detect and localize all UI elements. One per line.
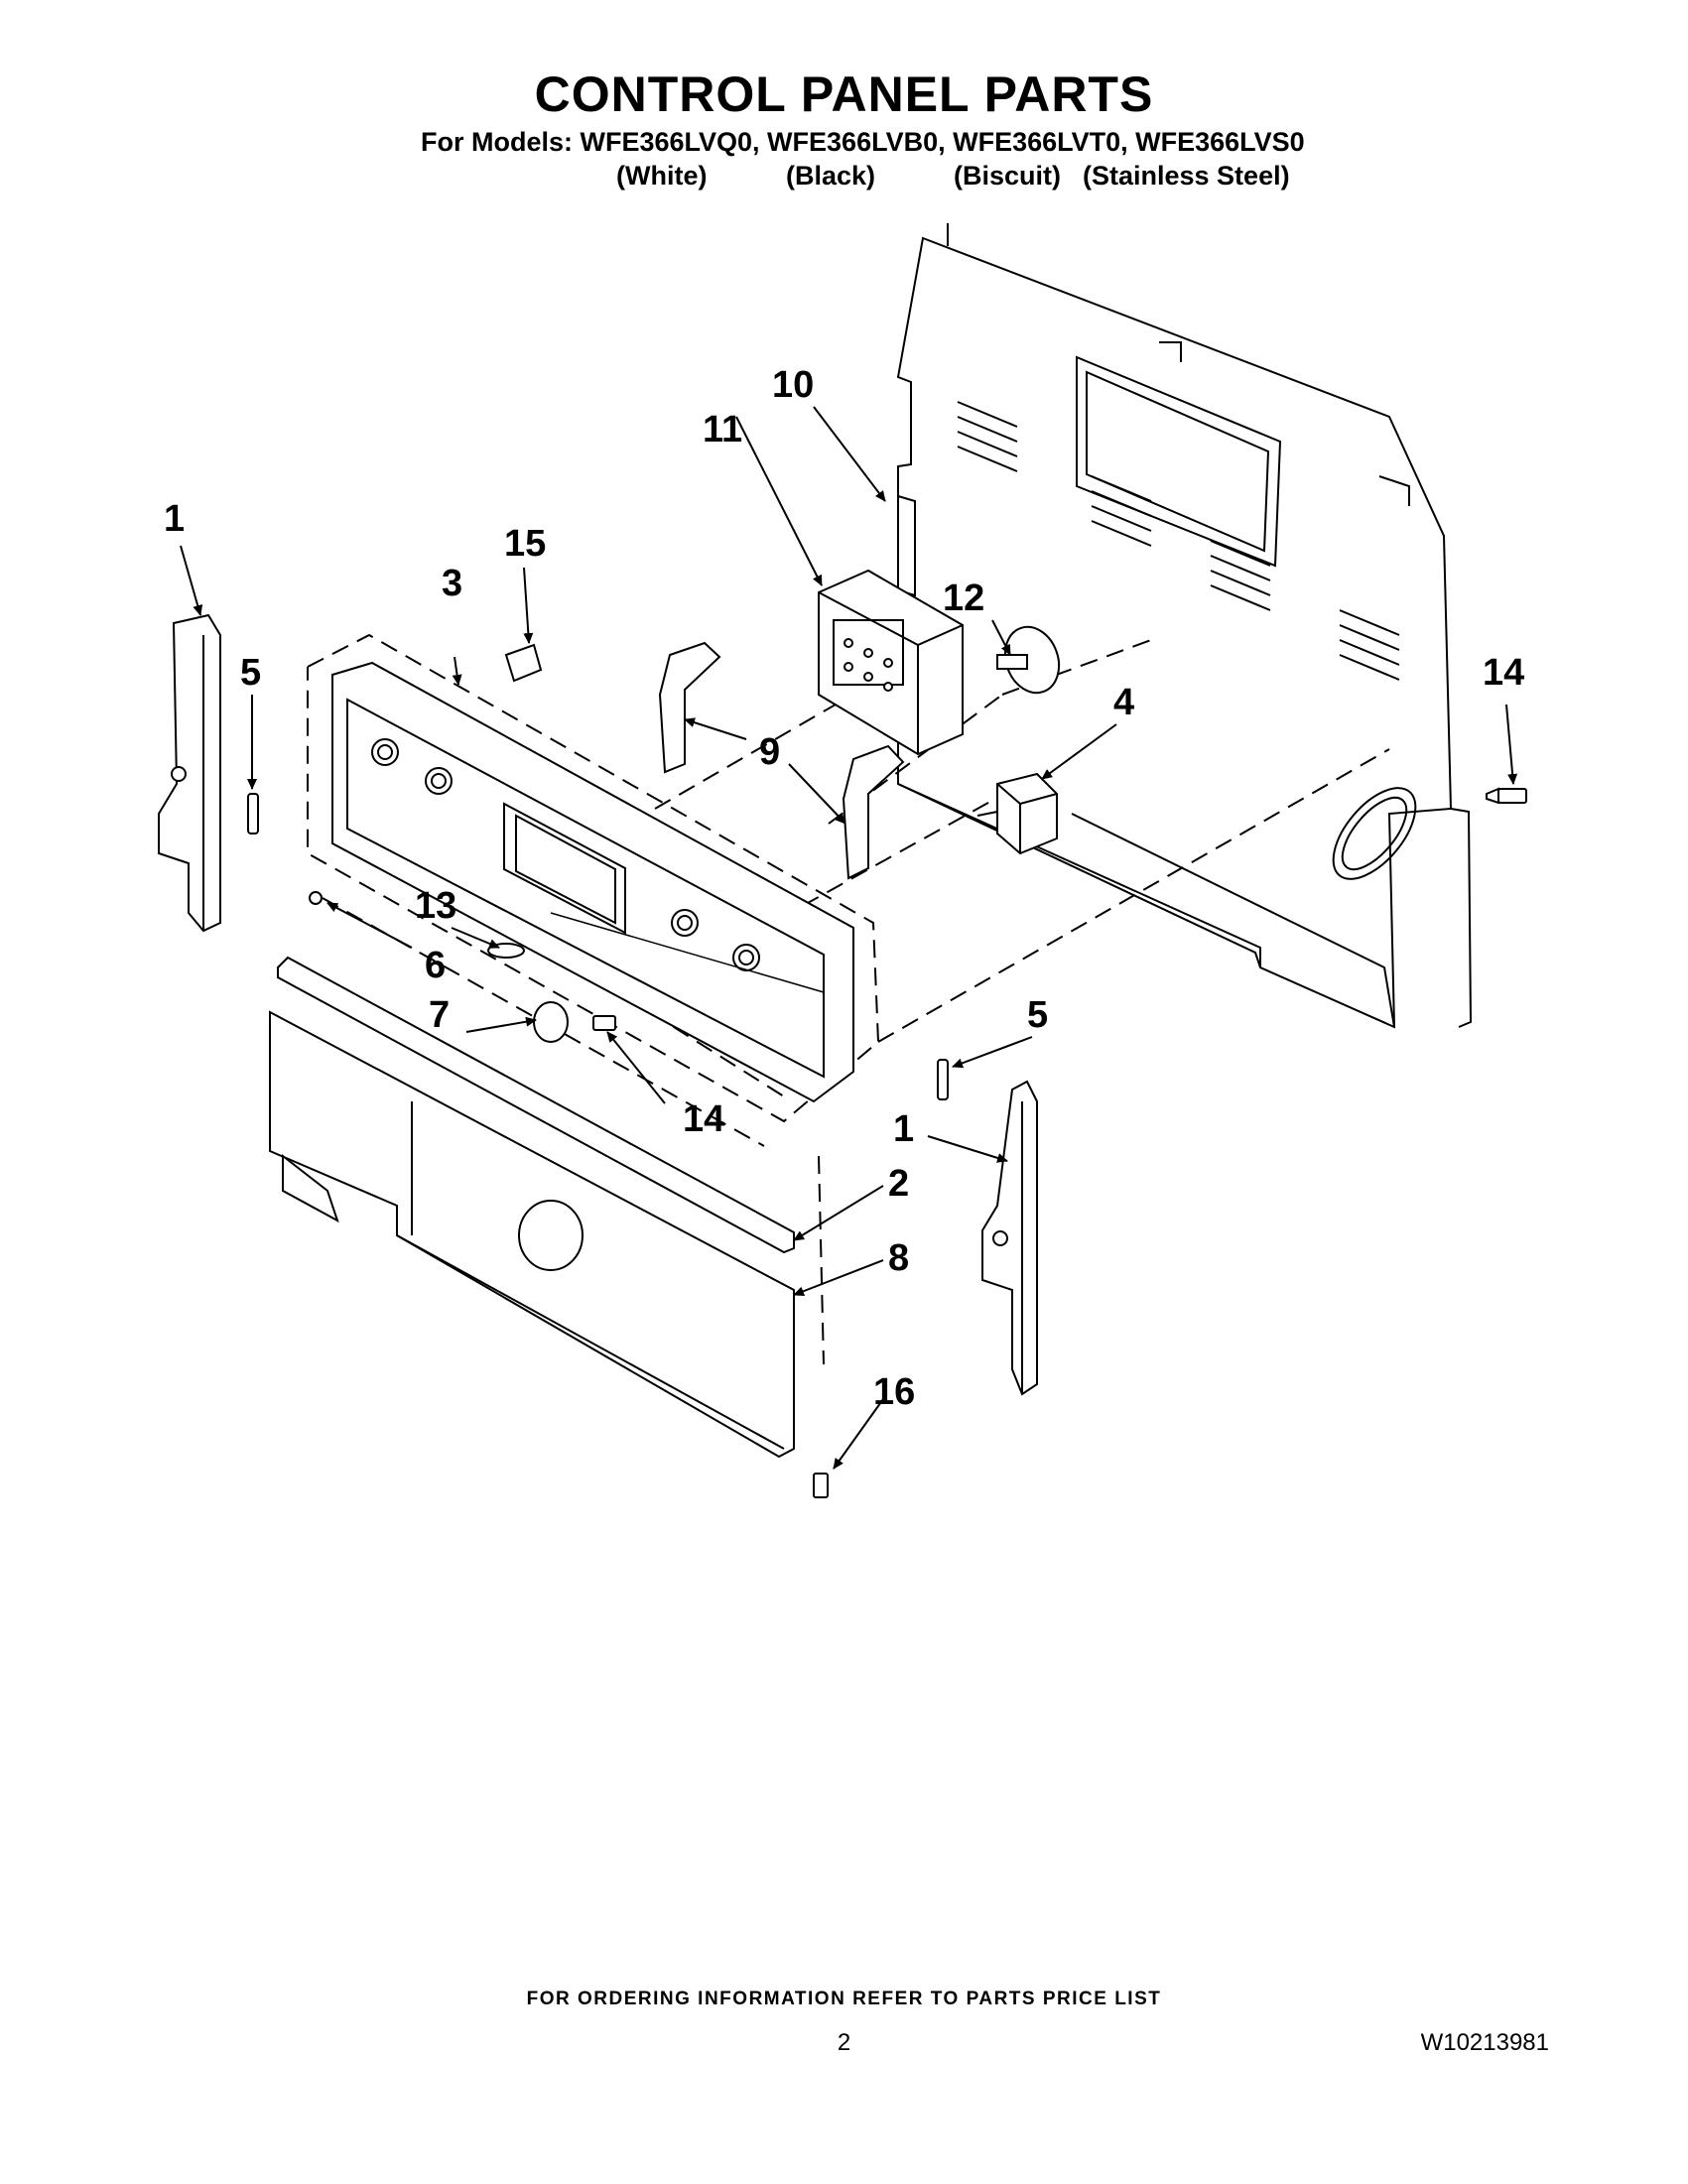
control-console [331, 661, 854, 1103]
callout-16: 16 [873, 1371, 915, 1413]
clips [247, 793, 949, 1100]
callout-8: 8 [888, 1237, 909, 1279]
brackets [658, 641, 905, 880]
color-white: (White) [616, 161, 708, 191]
callout-10: 10 [772, 364, 814, 406]
color-stainless-steel: (Stainless Steel) [1083, 161, 1290, 191]
color-black: (Black) [786, 161, 876, 191]
hardware [309, 643, 1527, 1498]
louvers [957, 401, 1400, 681]
page-title: CONTROL PANEL PARTS [534, 66, 1154, 122]
callout-5-right: 5 [1027, 994, 1048, 1036]
electronic-control-board [818, 569, 964, 756]
rear-panel [896, 223, 1473, 1029]
callout-9: 9 [759, 731, 780, 773]
callout-3: 3 [442, 563, 462, 604]
callout-4: 4 [1113, 682, 1134, 723]
callout-7: 7 [429, 994, 450, 1036]
callout-14-center: 14 [683, 1098, 724, 1140]
models-line: For Models: WFE366LVQ0, WFE366LVB0, WFE3… [421, 127, 1305, 157]
switch-part [976, 772, 1058, 855]
page-number: 2 [837, 2029, 851, 2056]
oven-sensor-knob-part [996, 625, 1061, 695]
ordering-note: FOR ORDERING INFORMATION REFER TO PARTS … [526, 1989, 1162, 2009]
callout-15: 15 [504, 523, 546, 565]
manifold-panel [269, 956, 795, 1459]
callout-12: 12 [943, 578, 984, 619]
callout-14-right: 14 [1483, 652, 1524, 694]
callout-13: 13 [415, 885, 456, 927]
document-number: W10213981 [1420, 2029, 1549, 2056]
callout-2: 2 [888, 1163, 909, 1205]
end-cap-right [981, 1080, 1038, 1396]
callout-1-bottom: 1 [893, 1108, 914, 1150]
color-biscuit: (Biscuit) [954, 161, 1061, 191]
leader-arrows [180, 406, 1518, 1470]
callout-11: 11 [703, 409, 742, 450]
callout-5-left: 5 [240, 652, 261, 694]
callout-6: 6 [425, 945, 446, 986]
end-cap-left [158, 613, 221, 933]
callout-1-top: 1 [164, 498, 185, 540]
